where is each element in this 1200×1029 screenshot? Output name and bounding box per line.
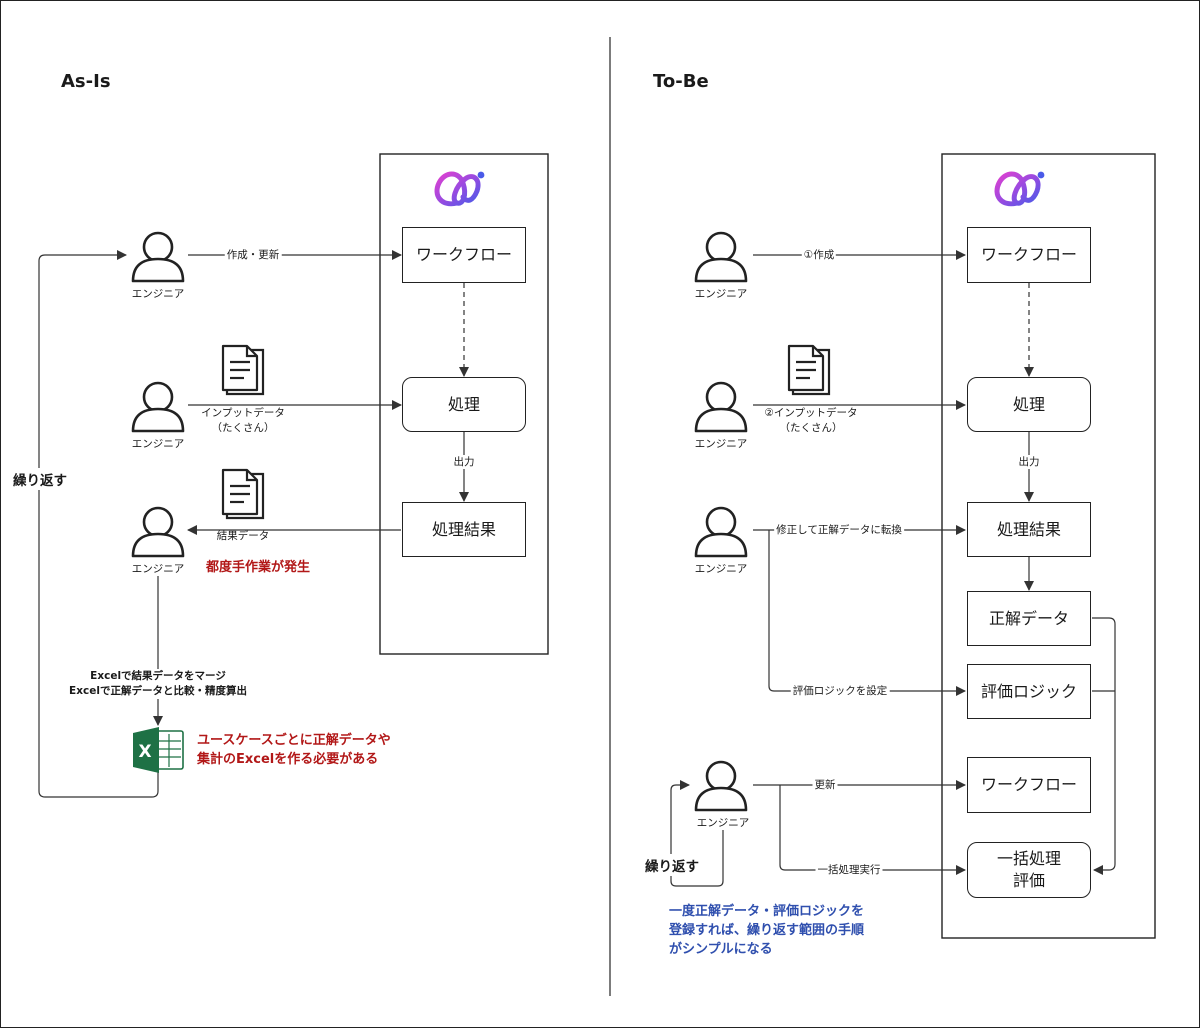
person-icon	[694, 506, 748, 558]
input-data-label-2: （たくさん）	[779, 422, 843, 434]
engineer-label: エンジニア	[694, 563, 748, 575]
document-icon	[787, 344, 831, 396]
ai-logo-icon	[997, 172, 1044, 204]
excel-icon: X	[133, 727, 184, 773]
batch-run-label: 一括処理実行	[815, 863, 883, 877]
engineer-label: エンジニア	[131, 563, 185, 575]
answer-to-batch-arrow	[1092, 617, 1116, 875]
ai-logo-icon	[437, 172, 484, 204]
excel-red-note-line-2: 集計のExcelを作る必要がある	[197, 752, 379, 767]
set-logic-arrow	[768, 530, 966, 696]
person-icon	[131, 381, 185, 433]
person-icon	[131, 506, 185, 558]
engineer-label: エンジニア	[131, 438, 185, 450]
excel-note-line-2: Excelで正解データと比較・精度算出	[69, 684, 247, 699]
as-is-result-box: 処理結果	[402, 502, 526, 557]
as-is-process-box: 処理	[402, 377, 526, 432]
engineer-label: エンジニア	[694, 288, 748, 300]
input-data-label-2: （たくさん）	[211, 422, 275, 434]
create-label: ①作成	[801, 248, 837, 262]
engineer-label: エンジニア	[131, 288, 185, 300]
set-logic-label: 評価ロジックを設定	[790, 684, 890, 698]
batch-run-arrow	[779, 785, 966, 875]
person-icon	[131, 231, 185, 283]
input-data-label-1: ②インプットデータ	[762, 406, 860, 420]
to-be-title: To-Be	[653, 71, 709, 92]
summary-line-1: 一度正解データ・評価ロジックを	[669, 904, 865, 919]
to-be-repeat-label: 繰り返す	[643, 854, 701, 876]
to-be-workflow-update-box: ワークフロー	[967, 757, 1091, 813]
document-icon	[221, 344, 265, 396]
as-is-repeat-loop	[38, 250, 159, 798]
to-be-result-box: 処理結果	[967, 502, 1091, 557]
document-icon	[221, 468, 265, 520]
person-icon	[694, 381, 748, 433]
engineer-label: エンジニア	[694, 438, 748, 450]
engineer-label: エンジニア	[696, 816, 750, 830]
summary-line-3: がシンプルになる	[669, 942, 773, 957]
output-label: 出力	[1016, 455, 1042, 469]
to-be-workflow-box: ワークフロー	[967, 227, 1091, 283]
person-icon	[694, 760, 748, 812]
eval-logic-box: 評価ロジック	[967, 664, 1091, 719]
result-data-label: 結果データ	[216, 530, 270, 542]
as-is-platform-frame	[379, 153, 549, 655]
answer-data-box: 正解データ	[967, 591, 1091, 646]
manual-work-note: 都度手作業が発生	[206, 560, 311, 575]
input-data-label-1: インプットデータ	[199, 406, 287, 420]
to-be-repeat-loop	[670, 780, 724, 887]
to-be-platform-frame	[941, 153, 1156, 939]
excel-red-note-line-1: ユースケースごとに正解データや	[197, 733, 391, 748]
summary-line-2: 登録すれば、繰り返す範囲の手順	[669, 923, 865, 938]
excel-note-line-1: Excelで結果データをマージ	[90, 669, 226, 684]
person-icon	[694, 231, 748, 283]
convert-label: 修正して正解データに転換	[774, 523, 904, 537]
batch-eval-box: 一括処理 評価	[967, 842, 1091, 898]
output-label: 出力	[451, 455, 477, 469]
create-update-label: 作成・更新	[224, 248, 282, 262]
as-is-title: As-Is	[61, 71, 111, 92]
update-label: 更新	[812, 778, 838, 792]
as-is-repeat-label: 繰り返す	[11, 468, 69, 490]
to-be-process-box: 処理	[967, 377, 1091, 432]
as-is-workflow-box: ワークフロー	[402, 227, 526, 283]
svg-text:X: X	[138, 742, 151, 762]
